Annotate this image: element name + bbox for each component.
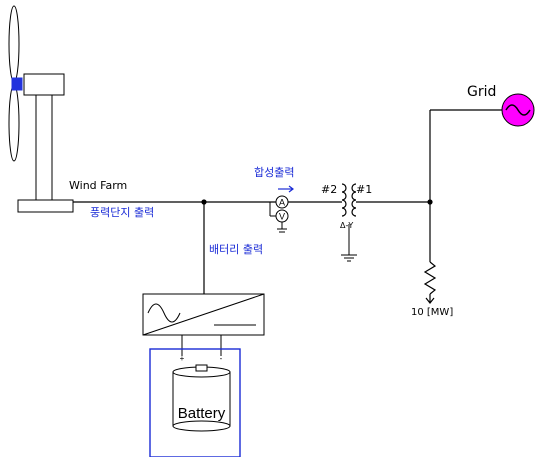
grid-label: Grid — [467, 84, 497, 100]
meter-group — [269, 195, 289, 233]
ammeter-label: A — [279, 198, 285, 208]
load-label: 10 [MW] — [411, 307, 454, 318]
transformer-icon — [341, 183, 357, 262]
combined-output-label: 합성출력 — [254, 166, 295, 179]
grid-source-icon — [501, 93, 535, 127]
converter-icon — [142, 293, 265, 336]
battery-output-label: 배터리 출력 — [209, 243, 264, 256]
transformer-connection-label: Δ-Y — [340, 221, 354, 230]
battery-icon — [172, 364, 231, 432]
transformer-secondary-label: #1 — [356, 183, 373, 196]
battery-label: Battery — [178, 405, 226, 422]
voltmeter-label: V — [279, 212, 285, 222]
load-resistor-icon — [423, 202, 437, 304]
battery-enclosure — [149, 348, 241, 457]
battery-minus-label: - — [220, 354, 223, 363]
wind-farm-label: Wind Farm — [69, 179, 128, 192]
ammeter-icon — [275, 195, 289, 209]
wind-output-label: 풍력단지 출력 — [90, 206, 155, 219]
transformer-primary-label: #2 — [321, 183, 338, 196]
battery-plus-label: + — [180, 354, 185, 363]
wind-turbine-icon — [8, 5, 74, 213]
flow-arrow-icon — [278, 185, 294, 193]
